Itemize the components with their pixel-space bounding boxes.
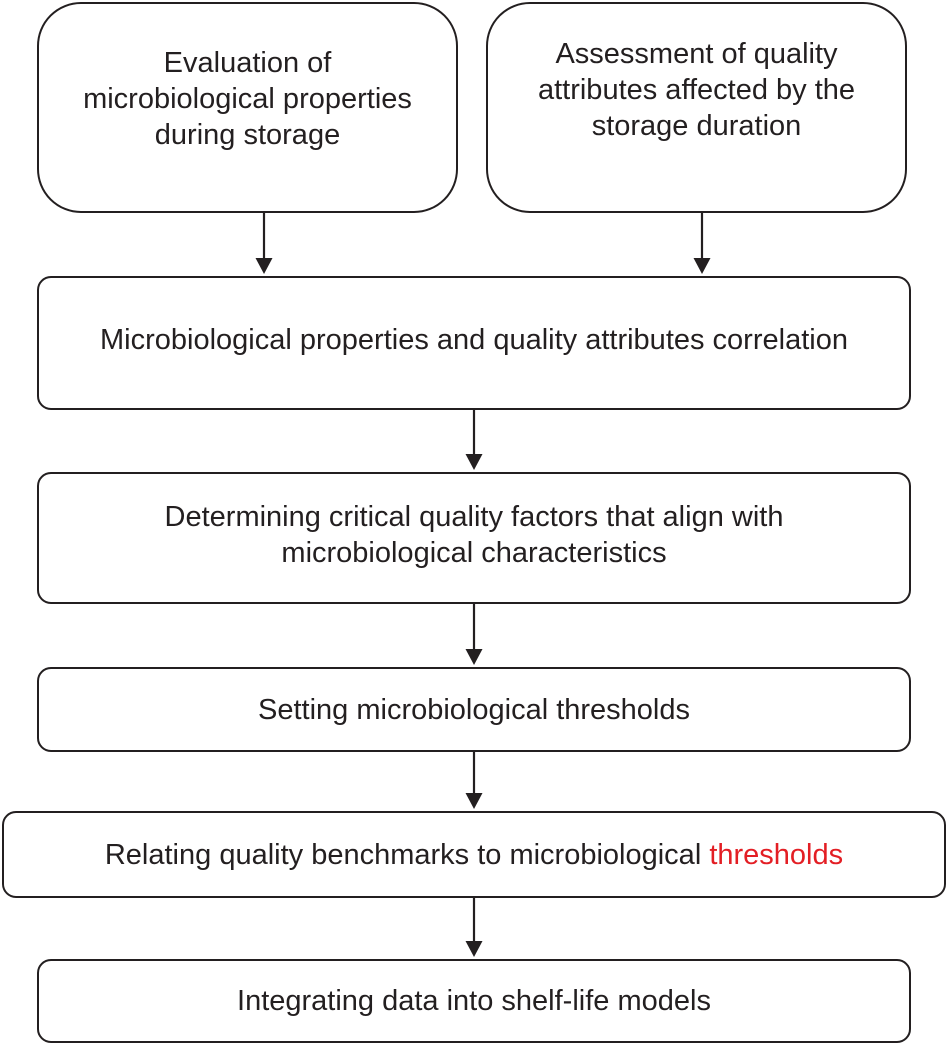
arrow-box-6-to-box-7 <box>465 898 483 957</box>
node-label: Relating quality benchmarks to microbiol… <box>104 838 710 871</box>
node-microbiological-evaluation: Evaluation of microbiological properties… <box>37 2 458 213</box>
node-shelf-life-models: Integrating data into shelf-life models <box>37 959 911 1043</box>
node-label: Evaluation of microbiological properties… <box>83 46 412 151</box>
node-relating-benchmarks: Relating quality benchmarks to microbiol… <box>2 811 946 898</box>
arrow-box-3-to-box-4 <box>465 410 483 470</box>
arrow-box-1-to-box-3 <box>255 213 273 274</box>
arrow-box-5-to-box-6 <box>465 752 483 809</box>
node-label: Integrating data into shelf-life models <box>237 985 711 1017</box>
node-setting-thresholds: Setting microbiological thresholds <box>37 667 911 752</box>
node-label-accent: thresholds <box>709 838 844 871</box>
node-label: Microbiological properties and quality a… <box>100 324 848 356</box>
node-label: Assessment of quality attributes affecte… <box>537 37 856 142</box>
node-critical-quality-factors: Determining critical quality factors tha… <box>37 472 911 604</box>
node-text: Relating quality benchmarks to microbiol… <box>105 837 843 873</box>
node-correlation: Microbiological properties and quality a… <box>37 276 911 410</box>
node-label: Determining critical quality factors tha… <box>164 501 784 569</box>
node-label: Setting microbiological thresholds <box>258 693 690 726</box>
node-quality-assessment: Assessment of quality attributes affecte… <box>486 2 907 213</box>
arrow-box-2-to-box-3 <box>693 213 711 274</box>
arrow-box-4-to-box-5 <box>465 604 483 665</box>
